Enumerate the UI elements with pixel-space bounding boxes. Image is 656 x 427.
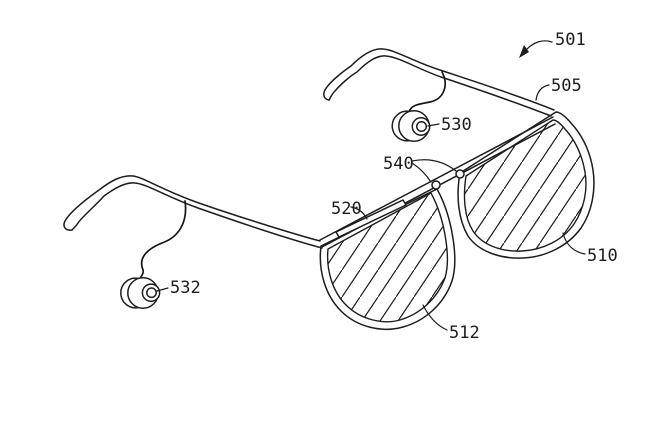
leader-520 [350, 206, 368, 220]
leader-512 [422, 304, 448, 331]
left-earbud-assembly [120, 200, 187, 309]
reference-numerals: 501 505 530 540 520 510 512 532 [170, 30, 618, 343]
right-temple-arm [323, 48, 555, 117]
leader-530 [427, 123, 440, 127]
right-lens-outer-rim [457, 111, 595, 259]
label-512: 512 [449, 323, 480, 343]
leader-540-right [411, 159, 457, 172]
right-temple-lower-line [328, 55, 552, 117]
label-520: 520 [331, 199, 362, 219]
left-lens [319, 188, 456, 330]
frame-bar-outer-line [319, 116, 554, 241]
left-earbud-wire [140, 200, 187, 278]
right-earbud-tip [415, 120, 428, 133]
label-501: 501 [555, 30, 586, 50]
right-earbud-assembly [391, 71, 446, 142]
fastener-left [431, 180, 441, 190]
leader-510 [562, 232, 586, 255]
leader-532 [156, 287, 169, 292]
right-temple-upper-line [323, 48, 555, 111]
fastener-right [455, 169, 465, 179]
right-earbud-wire [408, 71, 446, 113]
left-lens-outer-rim [319, 188, 456, 330]
left-earbud-tip [146, 287, 157, 299]
left-lens-glass [326, 192, 448, 323]
right-lens-glass [463, 119, 587, 252]
arrowhead-501 [519, 45, 529, 58]
leader-540-left [411, 162, 432, 183]
leader-501-arrow-shaft [526, 40, 553, 50]
label-532: 532 [170, 278, 201, 298]
left-temple-lower-line [71, 182, 323, 249]
left-temple-upper-line [63, 175, 321, 242]
label-530: 530 [441, 115, 472, 135]
reference-leaders [156, 40, 586, 331]
label-510: 510 [587, 246, 618, 266]
leader-505 [535, 84, 550, 101]
display-module [335, 199, 407, 238]
bridge-fasteners [431, 169, 465, 190]
label-540: 540 [383, 154, 414, 174]
left-temple-arm [63, 175, 323, 249]
label-505: 505 [551, 76, 582, 96]
right-lens [457, 111, 595, 259]
